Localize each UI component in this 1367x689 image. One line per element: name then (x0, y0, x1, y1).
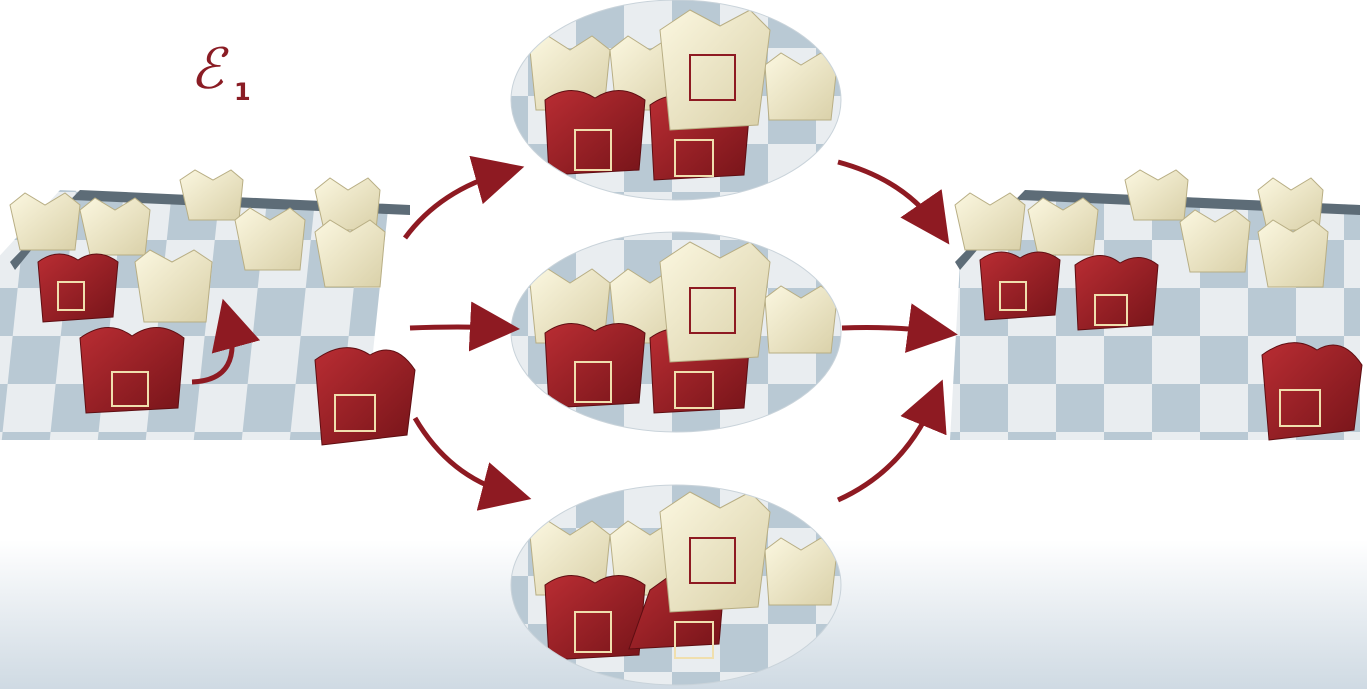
vignette-top (500, 0, 860, 210)
transition-arrow-left-top (405, 172, 505, 238)
transition-arrow-bottom-right (838, 398, 935, 500)
vignette-middle (500, 230, 860, 440)
vignette-bottom (500, 480, 860, 689)
transition-arrow-top-right (838, 162, 938, 228)
transition-arrow-left-middle (410, 327, 500, 328)
transition-arrow-middle-right (842, 328, 938, 333)
transition-arrow-left-bottom (415, 418, 512, 494)
